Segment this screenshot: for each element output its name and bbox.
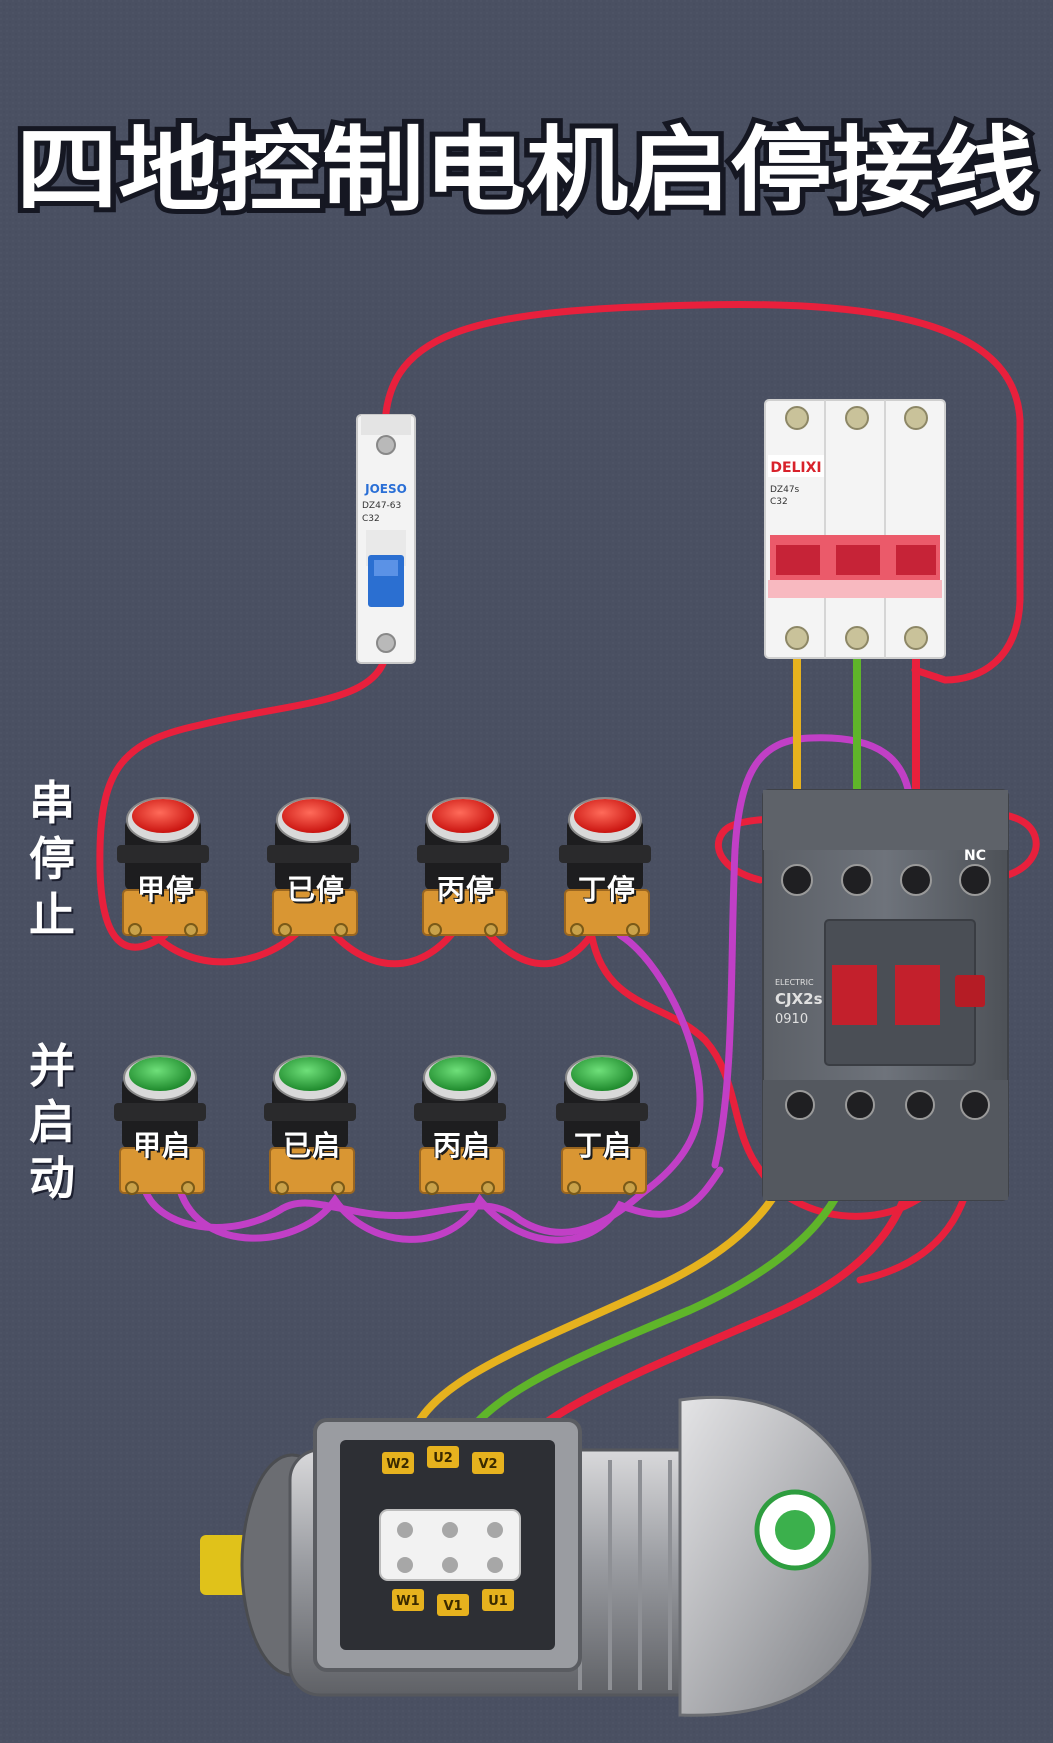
terminal-tag-label: V1 <box>443 1599 462 1614</box>
side-label-char: 串 <box>29 776 75 830</box>
terminal-tag-label: U1 <box>488 1594 508 1609</box>
stop-button-label: 已停 <box>286 873 345 906</box>
terminal-tag-label: V2 <box>478 1457 497 1472</box>
screw-icon <box>376 435 396 455</box>
stop-push-button[interactable] <box>117 797 209 937</box>
wire-red-top-loop <box>381 301 1024 684</box>
screw-icon <box>781 864 813 896</box>
screw-icon <box>785 406 809 430</box>
start-buttons <box>114 1055 648 1195</box>
screw-icon <box>845 1090 875 1120</box>
stop-push-button[interactable] <box>267 797 359 937</box>
terminal-block <box>379 1509 521 1581</box>
wire-purple-bus-top <box>141 1186 644 1236</box>
page-title: 四地控制电机启停接线 <box>16 117 1036 224</box>
screw-icon <box>845 406 869 430</box>
stop-button-label: 甲停 <box>136 873 195 906</box>
wire-purple-to-contactor <box>711 734 914 1169</box>
breaker-triple-rating: C32 <box>770 497 788 507</box>
terminal-tag <box>427 1446 459 1468</box>
start-push-button[interactable] <box>556 1055 648 1195</box>
stop-button-label: 丙停 <box>436 873 495 906</box>
contactor-indicator-right <box>895 965 940 1025</box>
wire-purple-bus-bottom <box>176 1166 724 1244</box>
breaker-single-brand: JOESO <box>364 482 407 496</box>
stop-buttons <box>117 797 651 937</box>
screw-icon <box>960 1090 990 1120</box>
side-label-char: 启 <box>29 1095 75 1149</box>
stop-button-label: 丁停 <box>577 873 636 906</box>
start-push-button[interactable] <box>414 1055 506 1195</box>
contactor-brand: ELECTRIC <box>775 978 814 987</box>
start-button-label: 甲启 <box>132 1129 191 1162</box>
screw-icon <box>841 864 873 896</box>
wire-red-series-3 <box>481 926 599 968</box>
screw-icon <box>904 406 928 430</box>
screw-icon <box>904 626 928 650</box>
breaker-triple-model: DZ47s <box>770 485 800 495</box>
screw-icon <box>905 1090 935 1120</box>
start-button-label: 已启 <box>282 1129 341 1162</box>
side-label-char: 并 <box>29 1039 75 1093</box>
terminal-tag-label: U2 <box>433 1451 453 1466</box>
terminal-tag <box>472 1452 504 1474</box>
breaker-single[interactable]: JOESO DZ47-63 C32 <box>356 414 416 664</box>
contactor-nc-label: NC <box>964 848 986 864</box>
screw-icon <box>959 864 991 896</box>
screw-icon <box>785 626 809 650</box>
terminal-tag <box>382 1452 414 1474</box>
wire-red-series-2 <box>326 926 459 968</box>
side-label-parallel-start: 并 启 动 <box>22 1038 82 1206</box>
terminal-tag <box>482 1589 514 1611</box>
breaker-triple-toggle[interactable] <box>776 545 820 575</box>
screw-icon <box>900 864 932 896</box>
start-button-label: 丙启 <box>432 1129 491 1162</box>
breaker-triple[interactable]: DELIXI DZ47s C32 <box>764 399 946 659</box>
terminal-tag <box>437 1594 469 1616</box>
terminal-tag <box>392 1589 424 1611</box>
screw-icon <box>376 633 396 653</box>
start-push-button[interactable] <box>264 1055 356 1195</box>
contactor[interactable]: NC ELECTRIC CJX2s 0910 <box>762 789 1009 1201</box>
side-label-series-stop: 串 停 止 <box>22 775 82 943</box>
start-button-label: 丁启 <box>573 1129 632 1162</box>
stop-push-button[interactable] <box>559 797 651 937</box>
side-label-char: 动 <box>29 1151 75 1205</box>
breaker-single-model: DZ47-63 <box>362 501 401 511</box>
wire-red-series-1 <box>146 926 304 966</box>
contactor-model: CJX2s <box>775 990 823 1008</box>
terminal-tag-label: W1 <box>396 1594 419 1609</box>
wire-purple-riser <box>616 931 704 1199</box>
breaker-single-rating: C32 <box>362 514 380 524</box>
stop-push-button[interactable] <box>417 797 509 937</box>
contactor-indicator-left <box>832 965 877 1025</box>
terminal-tag-label: W2 <box>386 1457 409 1472</box>
contactor-code: 0910 <box>775 1012 808 1027</box>
wire-red-to-stop <box>96 636 391 951</box>
screw-icon <box>785 1090 815 1120</box>
side-label-char: 止 <box>29 888 75 942</box>
side-label-char: 停 <box>29 832 75 886</box>
breaker-triple-brand: DELIXI <box>770 460 821 476</box>
start-push-button[interactable] <box>114 1055 206 1195</box>
screw-icon <box>845 626 869 650</box>
